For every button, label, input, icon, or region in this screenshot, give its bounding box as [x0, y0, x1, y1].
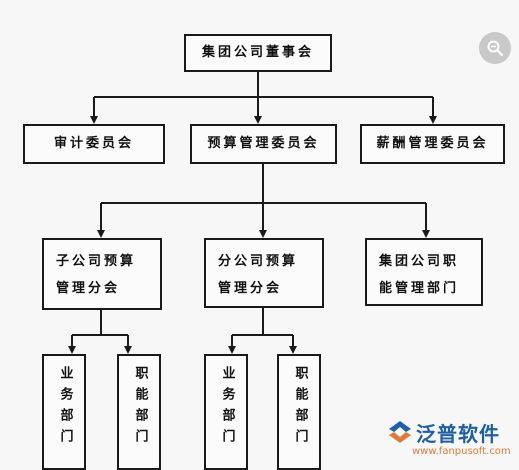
audit-committee-box: 审计委员会 [23, 124, 165, 164]
budget-committee-box: 预算管理委员会 [190, 124, 337, 164]
dept-box-3: 业务部门 [204, 354, 248, 470]
board-box: 集团公司董事会 [184, 34, 332, 72]
budget-committee-label: 预算管理委员会 [207, 135, 320, 151]
watermark-brand: 泛普软件 [416, 422, 500, 446]
subsidiary-budget-branch-box: 子公司预算管理分会 [42, 238, 162, 310]
watermark-logo: 泛普软件 www.fanpusoft.com [386, 418, 516, 462]
zoom-button[interactable] [479, 32, 511, 64]
watermark-url: www.fanpusoft.com [412, 446, 511, 457]
branch-budget-branch-label: 分公司预算管理分会 [218, 254, 299, 296]
salary-committee-label: 薪酬管理委员会 [376, 135, 489, 151]
group-functional-dept-box: 集团公司职能管理部门 [365, 238, 483, 306]
group-functional-dept-label: 集团公司职能管理部门 [379, 254, 460, 296]
zoom-search-icon [487, 40, 504, 57]
dept-label-4: 职能部门 [292, 366, 308, 450]
dept-label-1: 业务部门 [57, 366, 73, 450]
subsidiary-budget-branch-label: 子公司预算管理分会 [56, 254, 137, 296]
salary-committee-box: 薪酬管理委员会 [360, 124, 505, 164]
dept-box-1: 业务部门 [42, 354, 86, 470]
audit-committee-label: 审计委员会 [53, 135, 134, 151]
dept-label-3: 业务部门 [219, 366, 235, 450]
board-label: 集团公司董事会 [201, 44, 314, 60]
dept-box-4: 职能部门 [277, 354, 321, 470]
dept-label-2: 职能部门 [132, 366, 148, 450]
branch-budget-branch-box: 分公司预算管理分会 [204, 238, 324, 308]
dept-box-2: 职能部门 [117, 354, 161, 470]
fanpu-logo-icon [389, 421, 411, 443]
